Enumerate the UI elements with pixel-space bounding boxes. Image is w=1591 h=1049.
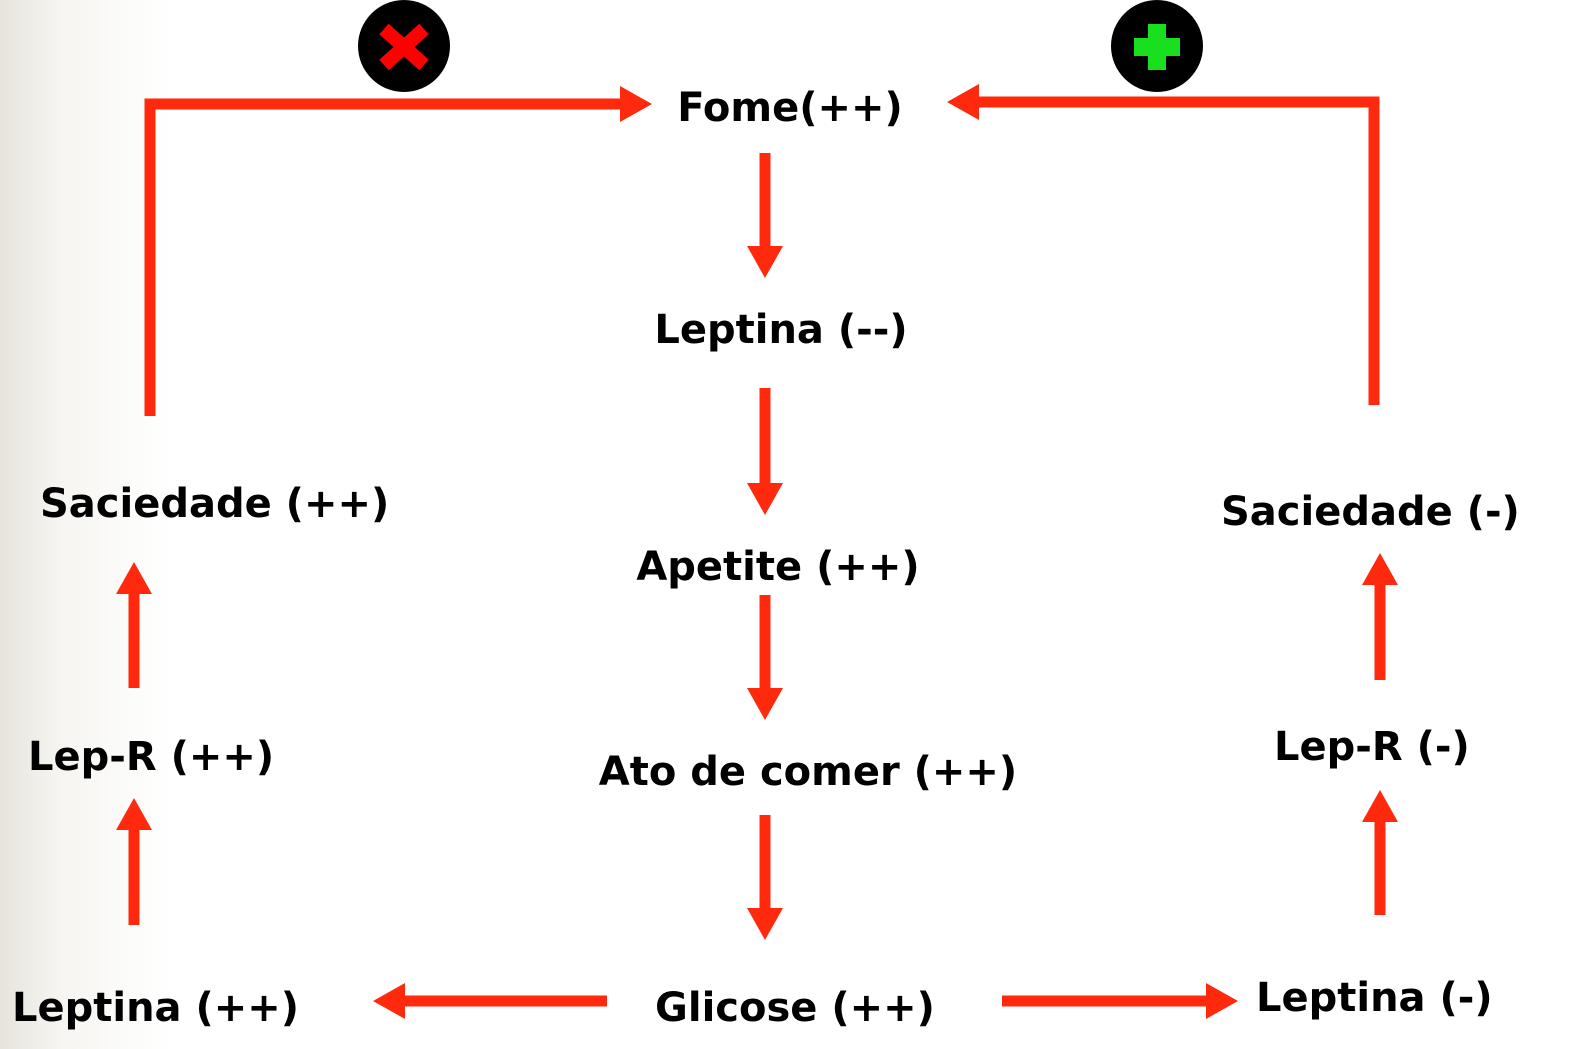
node-saciedade-right: Saciedade (-): [1221, 489, 1520, 535]
plus-icon: [1134, 24, 1180, 70]
node-fome: Fome(++): [677, 85, 903, 131]
arrow-ato-to-glicose: [747, 815, 783, 940]
node-ato-de-comer: Ato de comer (++): [598, 749, 1018, 795]
arrows: [116, 84, 1398, 1019]
arrow-saciedade-right-to-fome: [947, 84, 1380, 405]
arrow-leptina-right-to-lep-r: [1362, 790, 1398, 915]
arrow-leptina-left-to-lep-r: [116, 798, 152, 925]
node-apetite: Apetite (++): [636, 544, 920, 590]
arrow-leptina-to-apetite: [747, 388, 783, 515]
x-icon: [379, 23, 429, 71]
node-saciedade-left: Saciedade (++): [40, 481, 390, 527]
arrow-apetite-to-ato: [747, 595, 783, 720]
inhibit-badge: [358, 0, 450, 92]
stimulate-badge: [1111, 0, 1203, 92]
node-lep-r-right: Lep-R (-): [1274, 724, 1470, 770]
node-glicose: Glicose (++): [655, 985, 935, 1031]
arrow-fome-to-leptina: [747, 153, 783, 278]
arrow-lep-r-right-to-saciedade: [1362, 553, 1398, 680]
node-leptina-left: Leptina (++): [12, 985, 300, 1031]
node-leptina-center: Leptina (--): [654, 307, 908, 353]
node-lep-r-left: Lep-R (++): [28, 734, 275, 780]
arrow-lep-r-left-to-saciedade: [116, 562, 152, 688]
arrow-saciedade-left-to-fome: [144, 86, 652, 416]
node-leptina-right: Leptina (-): [1256, 975, 1493, 1021]
arrow-glicose-to-leptina-right: [1002, 983, 1238, 1019]
arrow-glicose-to-leptina-left: [373, 983, 607, 1019]
